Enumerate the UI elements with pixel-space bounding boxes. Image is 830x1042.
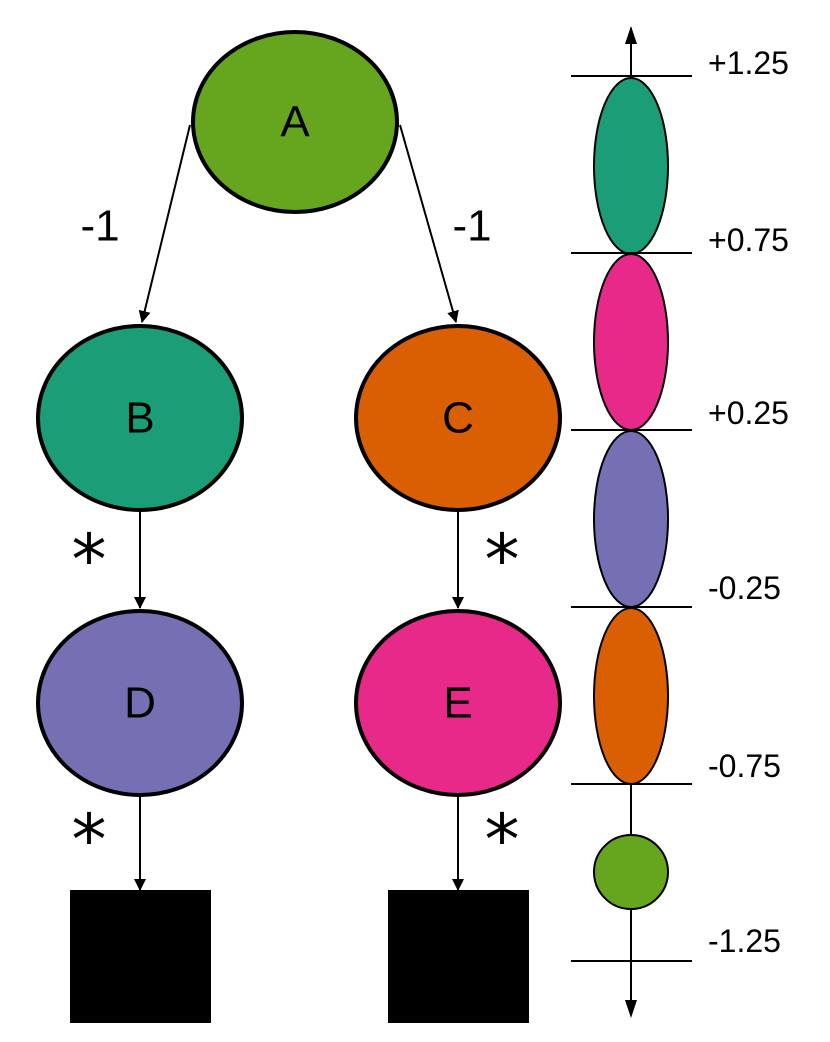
edge-a-c [399, 124, 459, 323]
node-a-label: A [280, 98, 310, 147]
scale-point-neg1 [593, 834, 669, 910]
scale-segment-neg0.25-0.25 [593, 430, 669, 608]
edge-label-a-c: -1 [452, 202, 491, 251]
edge-label-b-d: * [72, 519, 107, 601]
scale-segment-0.25-0.75 [593, 253, 669, 431]
node-b [36, 324, 244, 512]
node-d-label: D [124, 679, 156, 728]
scale-tick-label: +1.25 [708, 45, 789, 81]
node-b-label: B [125, 394, 154, 443]
scale-arrow-up-icon [625, 26, 637, 44]
scale-segment-0.75-1.25 [593, 77, 669, 255]
scale-tick-label: -0.75 [708, 748, 781, 784]
edge-label-e-terminal: * [485, 799, 520, 881]
terminal-d [70, 890, 211, 1023]
terminal-e [388, 890, 529, 1023]
scale-arrow-down-icon [625, 1000, 637, 1018]
scale-tick-label: +0.25 [708, 395, 789, 431]
scale-tick-label: +0.75 [708, 222, 789, 258]
node-a [191, 30, 399, 214]
node-e-label: E [443, 679, 472, 728]
node-d [36, 609, 244, 797]
edge-label-d-terminal: * [72, 799, 107, 881]
node-c [354, 324, 562, 512]
edge-label-c-e: * [485, 519, 520, 601]
edge-label-a-b: -1 [80, 202, 119, 251]
node-e [354, 609, 562, 797]
edge-a-b [138, 124, 191, 323]
scale-tick-label: -1.25 [708, 923, 781, 959]
node-c-label: C [442, 394, 474, 443]
scale-tick-label: -0.25 [708, 570, 781, 606]
scale-segment-neg0.75-neg0.25 [593, 607, 669, 785]
